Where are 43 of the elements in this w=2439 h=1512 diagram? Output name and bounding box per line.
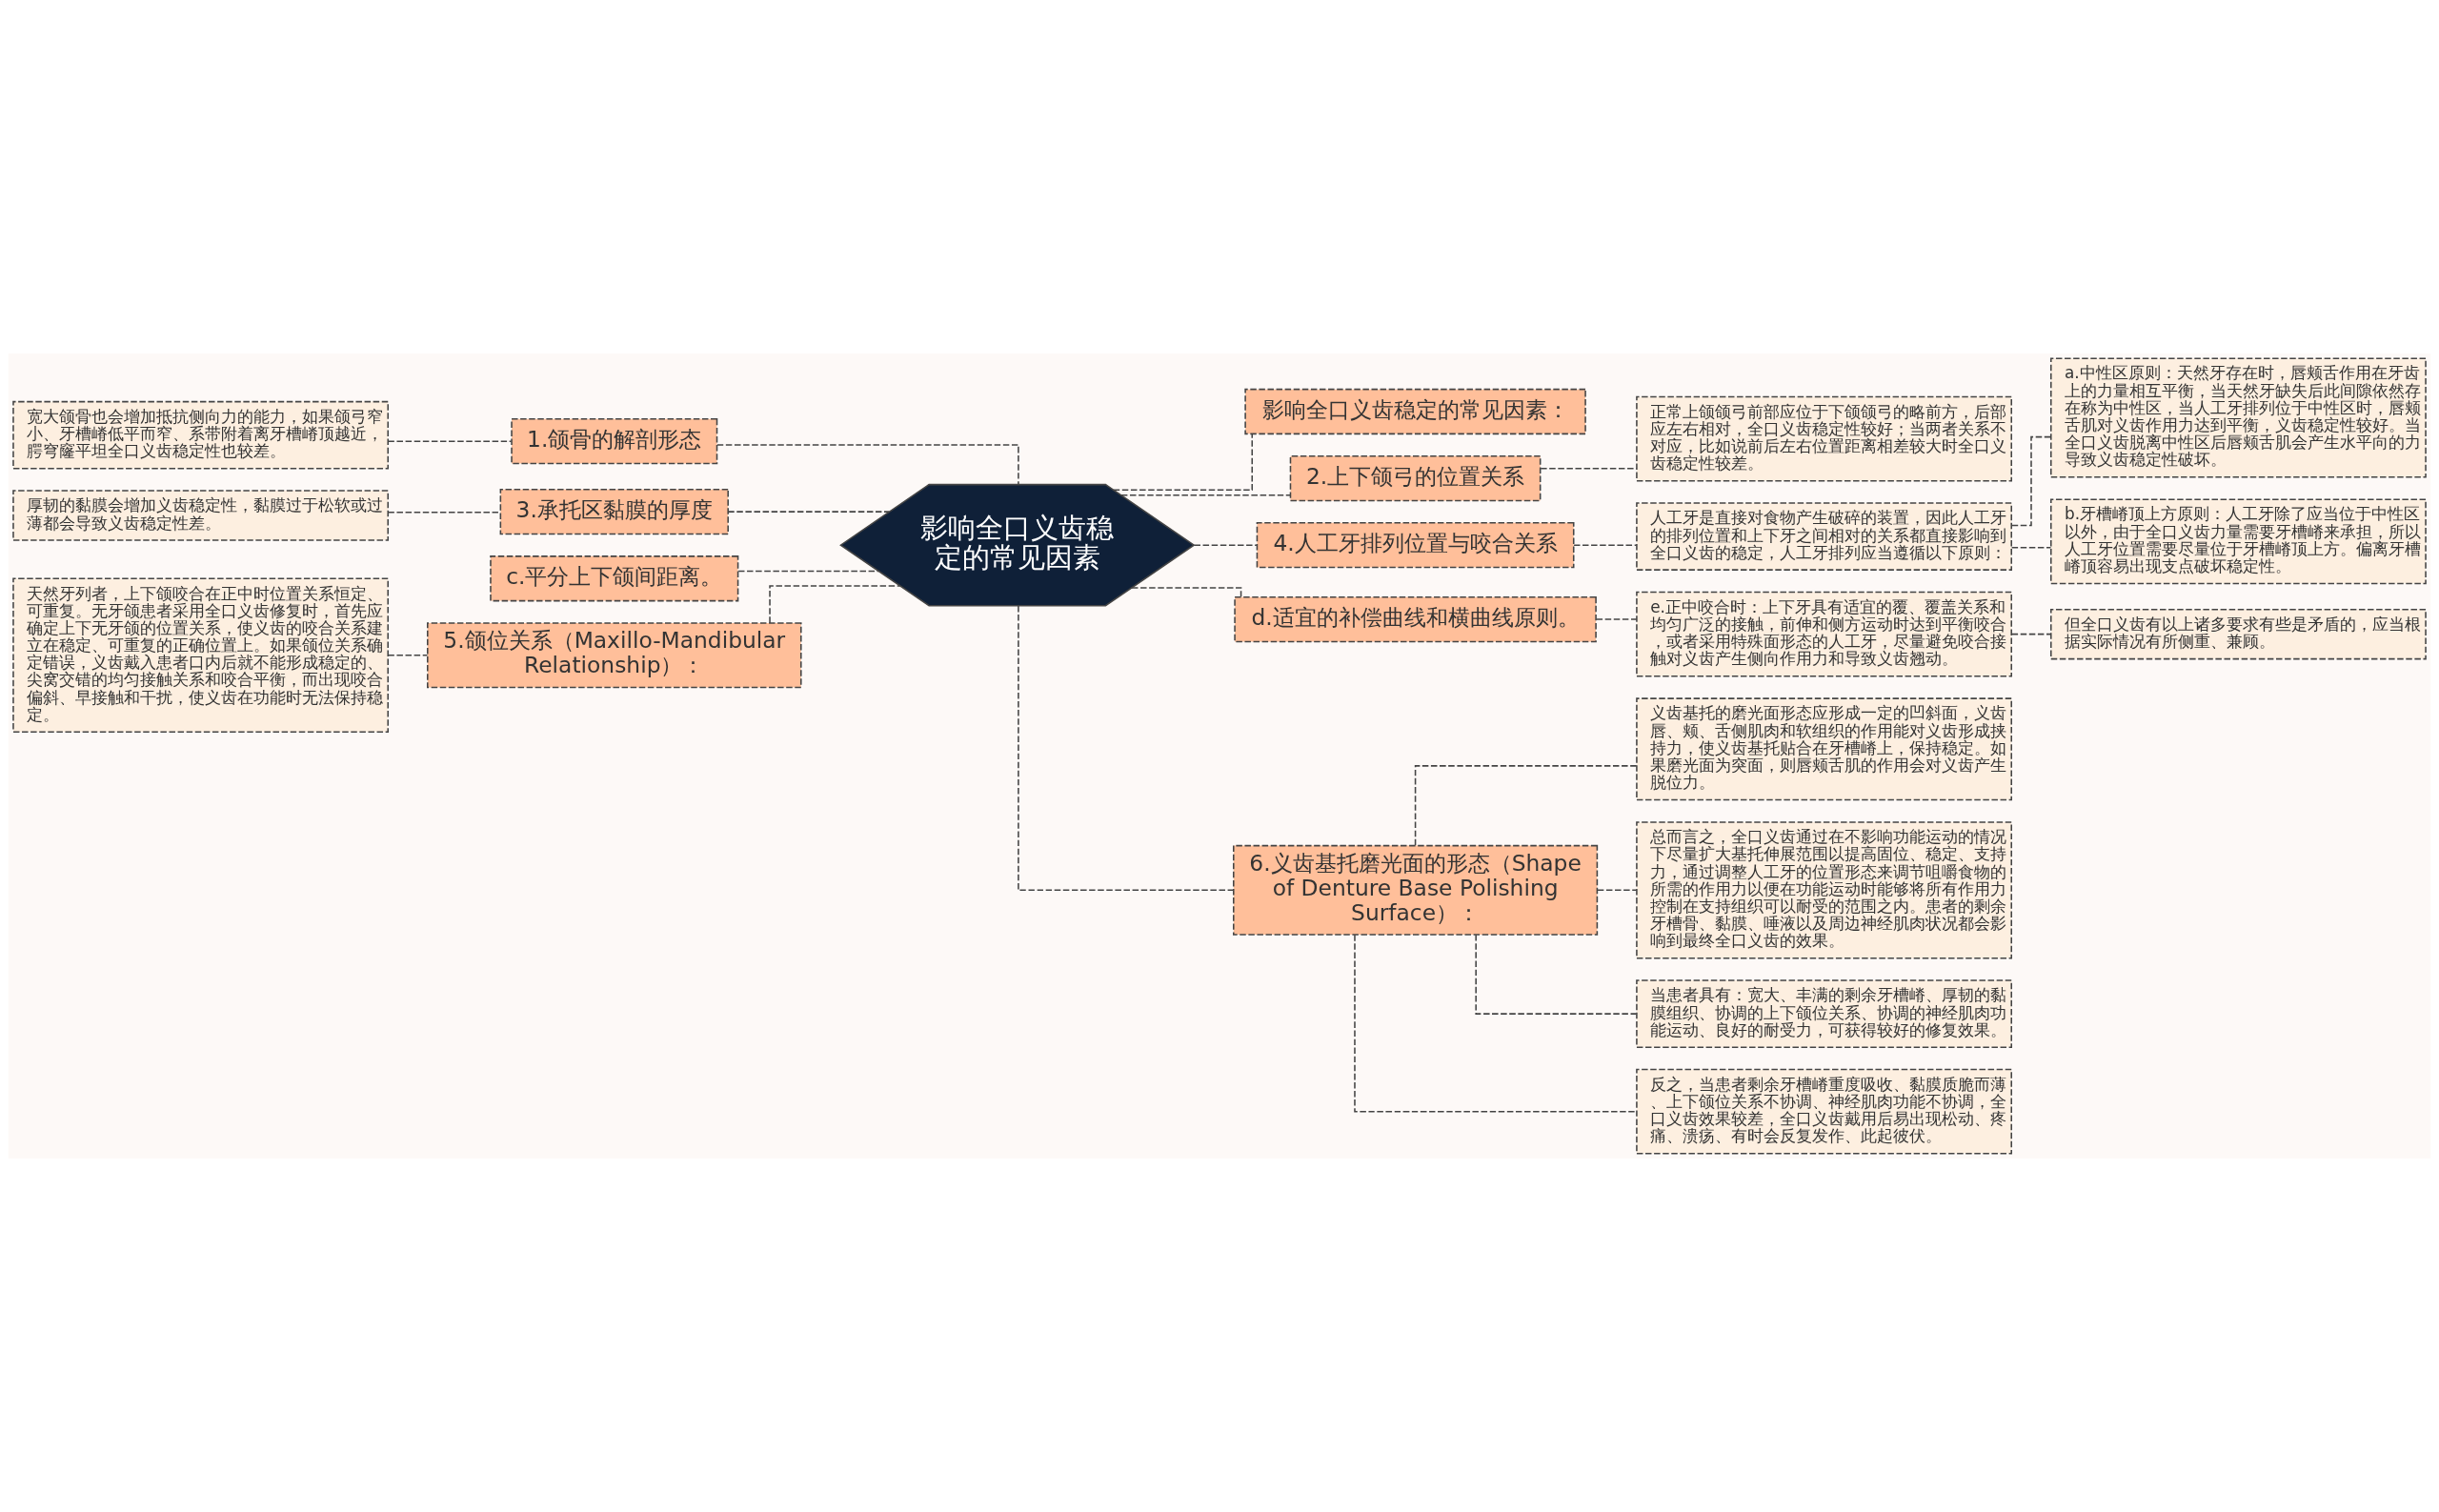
connector [737,570,879,573]
node-box: a.中性区原则：天然牙存在时，唇颊舌作用在牙齿上的力量相互平衡，当天然牙缺失后此间隙依然存在称为中性区，当人工牙排列位于中性区时，唇颊舌肌对义齿作用力达到平衡，义齿稳定性较好。当全口义齿脱离中性区后唇颊舌肌会产生水平向的力导致义齿稳定性破坏。 [2050,357,2427,478]
connector [716,444,1019,486]
connector [1595,618,1638,620]
node-box: e.正中咬合时：上下牙具有适宜的覆、覆盖关系和均匀广泛的接触，前伸和侧方运动时达到平衡咬合，或者采用特殊面形态的人工牙，尽量避免咬合接触对义齿产生侧向作用力和导致义齿翘动。 [1636,591,2012,677]
connector [1193,544,1258,546]
connector [1354,934,1638,1113]
node-box: 厚韧的黏膜会增加义齿稳定性，黏膜过于松软或过薄都会导致义齿稳定性差。 [12,490,389,541]
node-box: 4.人工牙排列位置与咬合关系 [1256,522,1575,569]
connector [727,511,891,513]
node-box: 天然牙列者，上下颌咬合在正中时位置关系恒定、可重复。无牙颌患者采用全口义齿修复时，首先应确定上下无牙颌的位置关系，使义齿的咬合关系建立在稳定、可重复的正确位置上。如果颌位关系确定错误，义齿戴入患者口内后就不能形成稳定的、尖窝交错的均匀接触关系和咬合平衡，而出现咬合偏斜、早接触和干扰，使义齿在功能时无法保持稳定。 [12,577,389,733]
connector [769,585,901,624]
connector [1120,494,1292,496]
node-box: 3.承托区黏膜的厚度 [499,489,729,535]
connector [1540,467,1638,470]
node-box: 宽大颌骨也会增加抵抗侧向力的能力，如果颌弓窄小、牙槽嵴低平而窄、系带附着离牙槽嵴顶越近，腭穹窿平坦全口义齿稳定性也较差。 [12,400,389,470]
node-box: 2.上下颌弓的位置关系 [1289,454,1542,502]
connector [387,654,429,656]
connector [2010,547,2052,549]
node-box: 6.义齿基托磨光面的形态（Shape of Denture Base Polishing Surface）： [1233,844,1599,936]
connector [387,440,513,442]
node-box: 影响全口义齿稳定的常见因素： [1244,388,1586,435]
connector [1018,605,1235,892]
node-box: b.牙槽嵴顶上方原则：人工牙除了应当位于中性区以外，由于全口义齿力量需要牙槽嵴来承担，所以人工牙位置需要尽量位于牙槽嵴顶上方。偏离牙槽嵴顶容易出现支点破坏稳定性。 [2050,498,2427,585]
node-box: 人工牙是直接对食物产生破碎的装置，因此人工牙的排列位置和上下牙之间相对的关系都直接影响到全口义齿的稳定，人工牙排列应当遵循以下原则： [1636,502,2012,571]
connector [2010,633,2052,635]
connector [1112,433,1254,491]
connector [1475,934,1638,1015]
connector [1597,889,1638,892]
node-box: 但全口义齿有以上诸多要求有些是矛盾的，应当根据实际情况有所侧重、兼顾。 [2050,608,2427,660]
node-box: 1.颌骨的解剖形态 [511,418,718,465]
node-box: 反之，当患者剩余牙槽嵴重度吸收、黏膜质脆而薄、上下颌位关系不协调、神经肌肉功能不协调，全口义齿效果较差，全口义齿戴用后易出现松动、疼痛、溃疡、有时会反复发作、此起彼伏。 [1636,1068,2012,1155]
connector [387,512,501,514]
node-box: c.平分上下颌间距离。 [490,555,739,602]
node-box: 当患者具有：宽大、丰满的剩余牙槽嵴、厚韧的黏膜组织、协调的上下颌位关系、协调的神经肌肉功能运动、良好的耐受力，可获得较好的修复效果。 [1636,979,2012,1048]
connector [1414,765,1638,846]
node-box: 义齿基托的磨光面形态应形成一定的凹斜面，义齿唇、颊、舌侧肌肉和软组织的作用能对义齿形成挟持力，使义齿基托贴合在牙槽嵴上，保持稳定。如果磨光面为突面，则唇颊舌肌的作用会对义齿产生脱位力。 [1636,697,2012,801]
connector [1573,544,1638,546]
node-box: d.适宜的补偿曲线和横曲线原则。 [1234,595,1597,643]
node-box: 5.颌位关系（Maxillo-Mandibular Relationship）： [427,622,802,689]
connector [1131,587,1242,598]
node-box: 正常上颌颌弓前部应位于下颌颌弓的略前方，后部应左右相对，全口义齿稳定性较好；当两者关系不对应，比如说前后左右位置距离相差较大时全口义齿稳定性较差。 [1636,395,2012,482]
node-box: 总而言之，全口义齿通过在不影响功能运动的情况下尽量扩大基托伸展范围以提高固位、稳定、支持力，通过调整人工牙的位置形态来调节咀嚼食物的所需的作用力以便在功能运动时能够将所有作用力控制在支持组织可以耐受的范围之内。患者的剩余牙槽骨、黏膜、唾液以及周边神经肌肉状况都会影响到最终全口义齿的效果。 [1636,821,2012,959]
